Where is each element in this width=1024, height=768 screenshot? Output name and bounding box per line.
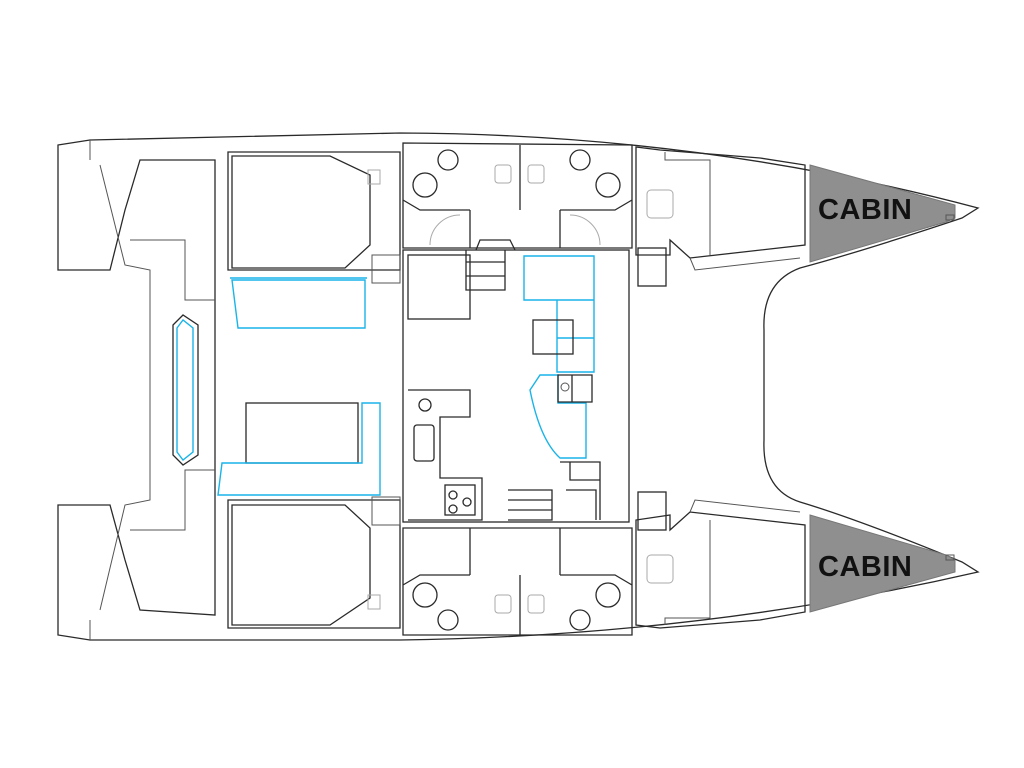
washbasin-icon	[437, 609, 459, 631]
saloon-seating	[523, 255, 595, 373]
hatch-top	[367, 169, 381, 185]
cabin-area-bottom	[809, 514, 956, 613]
shower-tray	[527, 164, 545, 184]
heads-bottom	[402, 527, 633, 636]
forward-cabin-bottom-berth	[664, 499, 801, 625]
forward-cabin-bottom	[635, 511, 806, 629]
hatch-fwd-top	[646, 189, 674, 219]
washbasin-icon	[437, 149, 459, 171]
galley-counter	[408, 389, 483, 521]
bow-locker	[945, 554, 955, 561]
hatch-bottom	[367, 594, 381, 610]
burner-icon	[462, 497, 472, 507]
cockpit-bench	[172, 314, 199, 466]
cockpit-table	[245, 402, 359, 464]
saloon-seat-curve	[529, 374, 587, 459]
step-top	[371, 254, 401, 284]
cockpit-seat-l	[217, 402, 381, 496]
step-bottom	[371, 496, 401, 526]
toilet-icon	[595, 582, 621, 608]
bow-locker	[945, 214, 955, 221]
saloon	[402, 249, 630, 523]
companionway-top	[465, 239, 516, 291]
door-swing	[429, 214, 601, 246]
toilet-icon	[595, 172, 621, 198]
forward-cabin-top-berth	[664, 152, 801, 271]
cabin-label-top: CABIN	[818, 194, 913, 226]
shower-tray	[494, 164, 512, 184]
toilet-icon	[412, 582, 438, 608]
aft-cabin-bottom	[227, 499, 401, 629]
hatch-fwd-bottom	[646, 554, 674, 584]
shower-tray	[527, 594, 545, 614]
fridge-cabinet	[560, 461, 601, 520]
cockpit-bench-cushion	[176, 319, 194, 461]
washbasin-icon	[569, 149, 591, 171]
galley-bin	[418, 398, 432, 412]
burner-icon	[448, 490, 458, 500]
washbasin-icon	[569, 609, 591, 631]
hull-inner-line	[89, 140, 151, 640]
cockpit-outline	[130, 239, 215, 531]
cockpit-seat-aft	[230, 277, 367, 329]
companionway-bottom	[508, 489, 553, 521]
shower-tray	[494, 594, 512, 614]
galley-sink	[413, 424, 435, 462]
heads-top	[402, 142, 633, 249]
forward-cabin-top	[635, 146, 806, 259]
burner-icon	[448, 504, 458, 514]
nav-station-knob	[560, 382, 570, 392]
galley-stove	[444, 484, 476, 516]
saloon-cabinet	[407, 254, 471, 320]
step-fwd-top	[637, 247, 667, 287]
cabin-label-bottom: CABIN	[818, 551, 913, 583]
nav-station	[557, 374, 593, 403]
saloon-table	[532, 319, 574, 355]
step-fwd-bottom	[637, 491, 667, 531]
toilet-icon	[412, 172, 438, 198]
